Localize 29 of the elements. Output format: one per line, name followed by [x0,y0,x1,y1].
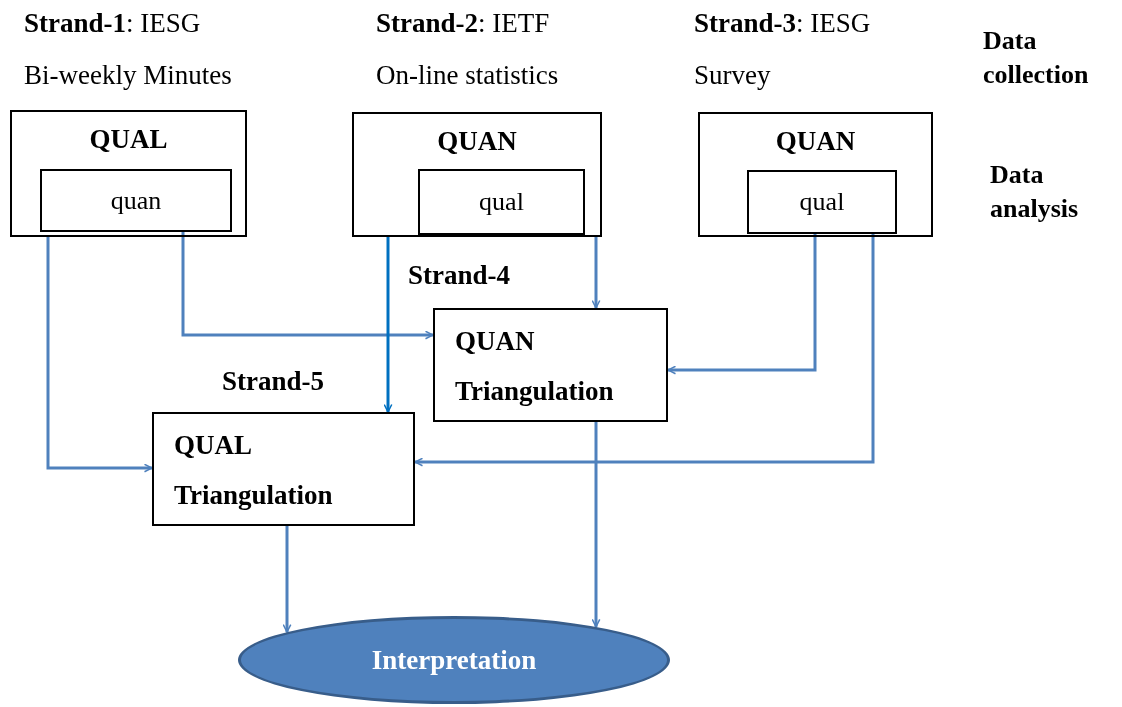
box-label: quan [110,184,162,217]
arrow [591,237,601,309]
arrow [181,230,434,340]
box-label: Triangulation [174,479,333,512]
box-label: QUAN [455,325,535,358]
strand-heading: Strand-4 [408,259,510,292]
box-label: QUAN [775,125,856,158]
box-label: QUAL [174,429,252,462]
strand-heading: Strand-2: IETF [376,7,550,40]
strand-heading: Strand-3: IESG [694,7,871,40]
box-label: qual [799,186,845,218]
arrow [282,526,292,633]
box-label: qual [479,186,524,218]
arrow [591,422,601,628]
arrow [383,237,393,413]
box-label: Interpretation [371,644,537,677]
source-label: Bi-weekly Minutes [24,59,232,92]
box-label: Triangulation [455,375,614,408]
box-label: QUAN [437,125,517,158]
source-label: Survey [694,59,771,92]
stage-label: Data analysis [990,159,1080,225]
strand-heading: Strand-1: IESG [24,7,201,40]
arrow [667,232,817,375]
arrow [46,237,153,473]
stage-label: Data collection [983,25,1090,91]
arrow [414,232,875,467]
strand-heading: Strand-5 [222,365,324,398]
source-label: On-line statistics [376,59,559,92]
box-label: QUAL [89,123,168,156]
